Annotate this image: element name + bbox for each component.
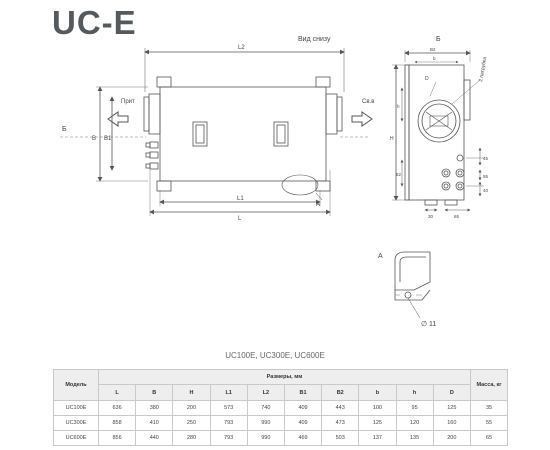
mass-cell: 35 bbox=[470, 400, 508, 416]
dim-b-small-label: b bbox=[433, 56, 436, 61]
dimension-cell: 380 bbox=[135, 400, 174, 416]
model-header: Модель bbox=[53, 369, 99, 401]
dimension-cell: 473 bbox=[321, 415, 360, 431]
model-cell: UC600E bbox=[53, 430, 99, 446]
dimension-cell: 200 bbox=[432, 430, 472, 446]
bottom-view bbox=[60, 48, 368, 216]
column-header: L1 bbox=[209, 384, 248, 401]
page-title: UC-E bbox=[52, 4, 137, 41]
view-bottom-label: Вид снизу bbox=[298, 36, 331, 43]
dim-65-label: 65 bbox=[454, 214, 460, 219]
dim-b2-label: B2 bbox=[430, 47, 436, 52]
dim-40-label: 40 bbox=[483, 188, 489, 193]
dimension-cell: 250 bbox=[172, 415, 211, 431]
dimension-cell: 200 bbox=[172, 400, 211, 416]
dimension-cell: 280 bbox=[172, 430, 211, 446]
dim-45-label: 45 bbox=[483, 156, 489, 161]
dimension-cell: 160 bbox=[432, 415, 472, 431]
dim-52-label: 52 bbox=[396, 172, 402, 177]
dimension-cell: 125 bbox=[358, 415, 397, 431]
view-b-label: Б bbox=[436, 36, 441, 43]
supply-arrow bbox=[107, 111, 129, 127]
dimension-cell: 858 bbox=[97, 415, 137, 431]
dim-30-label: 30 bbox=[428, 214, 434, 219]
dim-h-label: H bbox=[390, 136, 394, 142]
model-cell: UC300E bbox=[53, 415, 99, 431]
technical-drawing: L2 B B1 L1 L A Прит Св.в Б Вид снизу bbox=[60, 36, 489, 328]
dimension-cell: 503 bbox=[321, 430, 360, 446]
dimension-cell: 125 bbox=[432, 400, 472, 416]
mass-cell: 65 bbox=[470, 430, 508, 446]
dimension-cell: 440 bbox=[135, 430, 174, 446]
dims-header: Размеры, мм bbox=[98, 369, 471, 385]
column-header: D bbox=[432, 384, 472, 401]
column-header: B1 bbox=[283, 384, 323, 401]
exhaust-label: Св.в bbox=[362, 99, 374, 105]
dim-l1-label: L1 bbox=[237, 196, 244, 202]
dim-b-label: B bbox=[92, 136, 96, 142]
detail-a-marker: A bbox=[316, 202, 320, 208]
dimension-cell: 990 bbox=[246, 415, 285, 431]
dimension-cell: 410 bbox=[135, 415, 174, 431]
dimension-cell: 120 bbox=[395, 415, 434, 431]
dimension-cell: 793 bbox=[209, 430, 248, 446]
mass-cell: 55 bbox=[470, 415, 508, 431]
dim-l2-label: L2 bbox=[238, 45, 245, 51]
supply-label: Прит bbox=[121, 99, 135, 105]
dimension-cell: 409 bbox=[283, 400, 323, 416]
dimension-cell: 573 bbox=[209, 400, 248, 416]
detail-a bbox=[394, 251, 431, 319]
dimension-cell: 740 bbox=[246, 400, 285, 416]
models-caption: UC100E, UC300E, UC600E bbox=[225, 351, 325, 360]
column-header: h bbox=[395, 384, 434, 401]
exhaust-arrow bbox=[351, 111, 373, 127]
dimension-cell: 137 bbox=[358, 430, 397, 446]
dimension-cell: 409 bbox=[283, 415, 323, 431]
column-header: b bbox=[358, 384, 397, 401]
dimension-cell: 443 bbox=[321, 400, 360, 416]
dimension-cell: 990 bbox=[246, 430, 285, 446]
dimension-cell: 95 bbox=[395, 400, 434, 416]
mass-header: Масса, кг bbox=[470, 369, 508, 401]
model-cell: UC100E bbox=[53, 400, 99, 416]
detail-a-label: A bbox=[378, 253, 383, 260]
dimension-cell: 856 bbox=[97, 430, 137, 446]
dimension-cell: 100 bbox=[358, 400, 397, 416]
hole-label: ∅ 11 bbox=[421, 321, 436, 328]
column-header: L2 bbox=[246, 384, 285, 401]
side-view-b bbox=[392, 50, 484, 212]
column-header: H bbox=[172, 384, 211, 401]
dim-55-label: 55 bbox=[483, 174, 489, 179]
section-b-label-left: Б bbox=[62, 126, 67, 133]
dimension-cell: 793 bbox=[209, 415, 248, 431]
dim-b1-label: B1 bbox=[104, 136, 112, 142]
dim-h-small-label: h bbox=[397, 104, 400, 109]
dimension-cell: 135 bbox=[395, 430, 434, 446]
dimension-cell: 469 bbox=[283, 430, 323, 446]
nozzle-label: 2 патрубка bbox=[478, 56, 488, 82]
dim-d-label: D bbox=[425, 76, 429, 82]
column-header: B bbox=[135, 384, 174, 401]
column-header: B2 bbox=[321, 384, 360, 401]
dimension-cell: 636 bbox=[97, 400, 137, 416]
dim-l-label: L bbox=[238, 216, 242, 222]
column-header: L bbox=[97, 384, 137, 401]
